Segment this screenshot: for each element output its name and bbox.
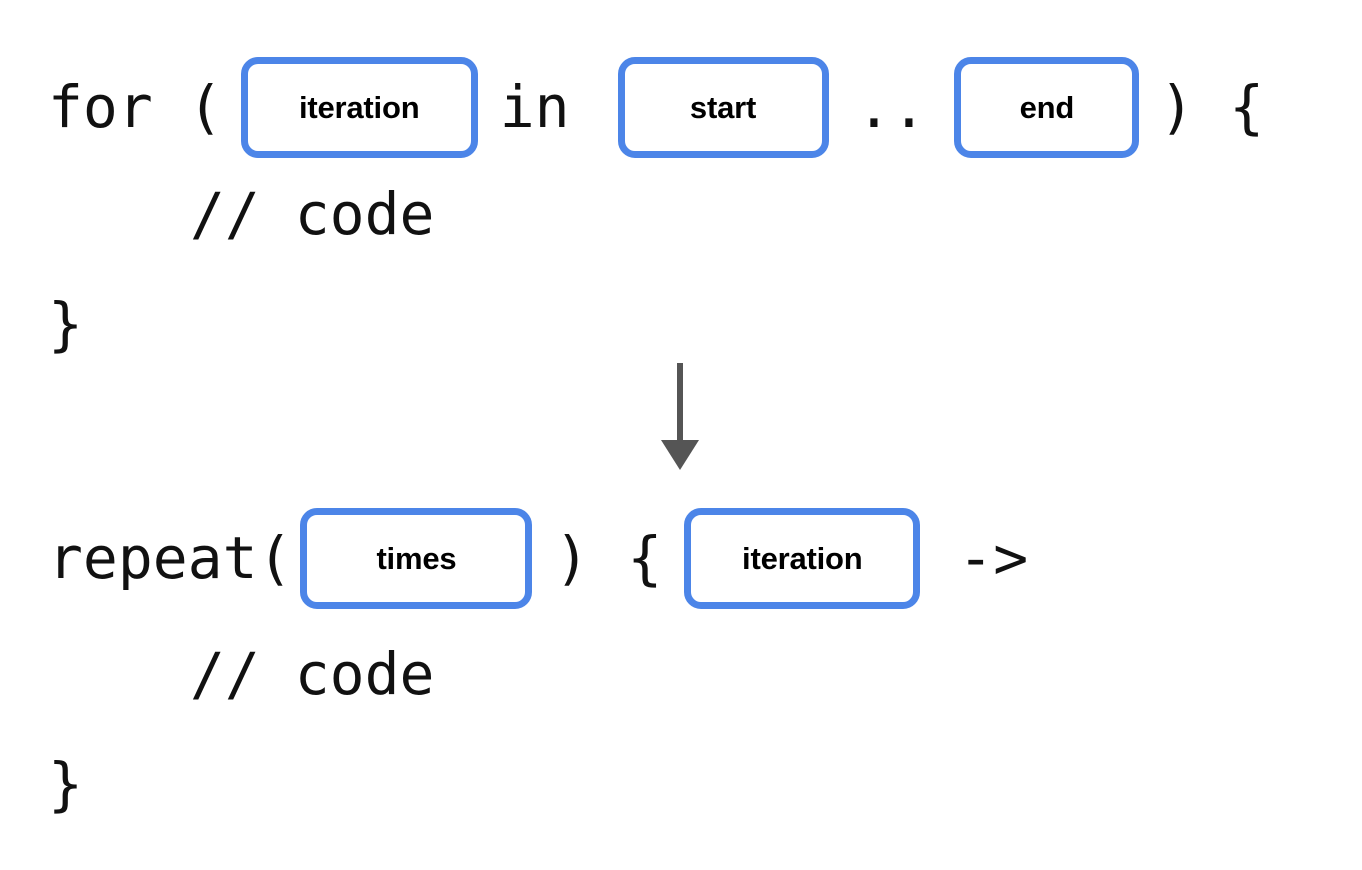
placeholder-end-box[interactable]: end [954,56,1140,158]
open-brace: { [1229,73,1265,141]
after-signature-line: repeat( times ) { iteration -> [48,503,1028,613]
after-open-brace: { [627,524,663,592]
close-brace: } [48,290,83,358]
before-signature-line: for ( iteration in start .. end ) { [48,52,1264,162]
code-comment: // code [190,180,435,248]
arrow-down-icon [661,363,699,470]
after-close-brace-standalone: } [48,750,83,818]
placeholder-iteration-box-2[interactable]: iteration [684,507,921,609]
after-close-paren: ) [554,524,590,592]
for-keyword: for [48,73,153,141]
transformation-arrow [648,352,712,480]
open-paren: ( [187,73,223,141]
close-paren: ) [1159,73,1195,141]
placeholder-start-box[interactable]: start [617,56,829,158]
before-close-brace-line: } [48,295,83,353]
code-comment-2: // code [190,640,435,708]
repeat-keyword: repeat( [48,524,293,592]
after-close-brace-line: } [48,755,83,813]
placeholder-iteration-box[interactable]: iteration [240,56,478,158]
placeholder-times-box[interactable]: times [300,507,533,609]
in-keyword: in [499,73,570,141]
before-comment-line: // code [190,185,434,243]
after-comment-line: // code [190,645,434,703]
range-operator: .. [856,73,927,141]
lambda-arrow: -> [958,524,1029,592]
